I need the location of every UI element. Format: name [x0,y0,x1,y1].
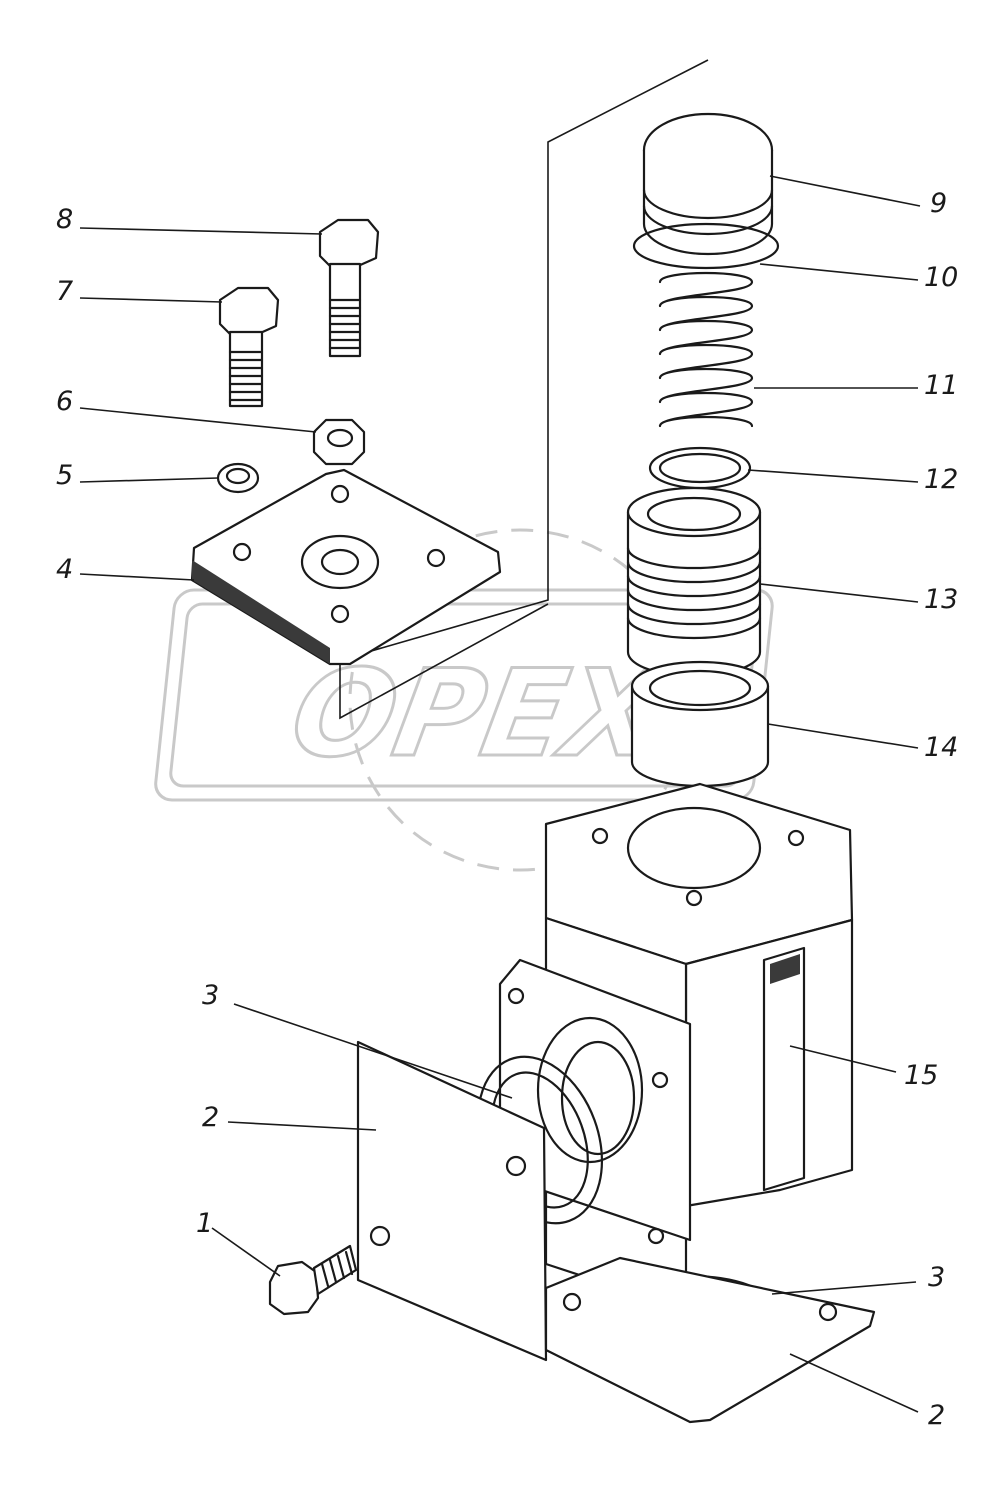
callout-11: 11 [924,370,958,401]
callout-1: 1 [196,1208,213,1239]
part-2-plate-lower [544,1256,876,1424]
callout-13: 13 [924,584,958,615]
callout-2-upper: 2 [202,1102,219,1133]
callout-3-upper: 3 [202,980,219,1011]
callout-14: 14 [924,732,958,763]
part-8-bolt [318,218,380,358]
seal-wire [339,59,709,720]
part-11-spring [658,271,754,428]
callout-4: 4 [56,554,73,585]
part-1-bolt [268,1244,358,1316]
callout-labels: 8 7 6 5 4 9 10 11 12 13 14 15 3 2 1 3 2 [56,188,958,1431]
part-5-washer [216,462,260,494]
part-14-bushing [630,660,770,788]
callout-15: 15 [904,1060,938,1091]
part-15-body [498,782,854,1312]
callout-6: 6 [56,386,73,417]
callout-12: 12 [924,464,958,495]
callout-10: 10 [924,262,958,293]
callout-2-lower: 2 [928,1400,945,1431]
callout-9: 9 [930,188,947,219]
callout-7: 7 [56,276,73,307]
part-12-ring [648,446,752,490]
callout-3-lower: 3 [928,1262,945,1293]
part-2-plate-upper [356,1040,548,1362]
part-10-ring [632,222,780,270]
callout-5: 5 [56,460,73,491]
part-7-bolt [218,286,280,408]
part-4-cover-plate [190,468,502,666]
part-6-nut [312,418,366,466]
leader-lines [79,175,921,1413]
part-13-threaded-sleeve [626,486,762,678]
callout-8: 8 [56,204,73,235]
part-9-cap [642,112,774,256]
